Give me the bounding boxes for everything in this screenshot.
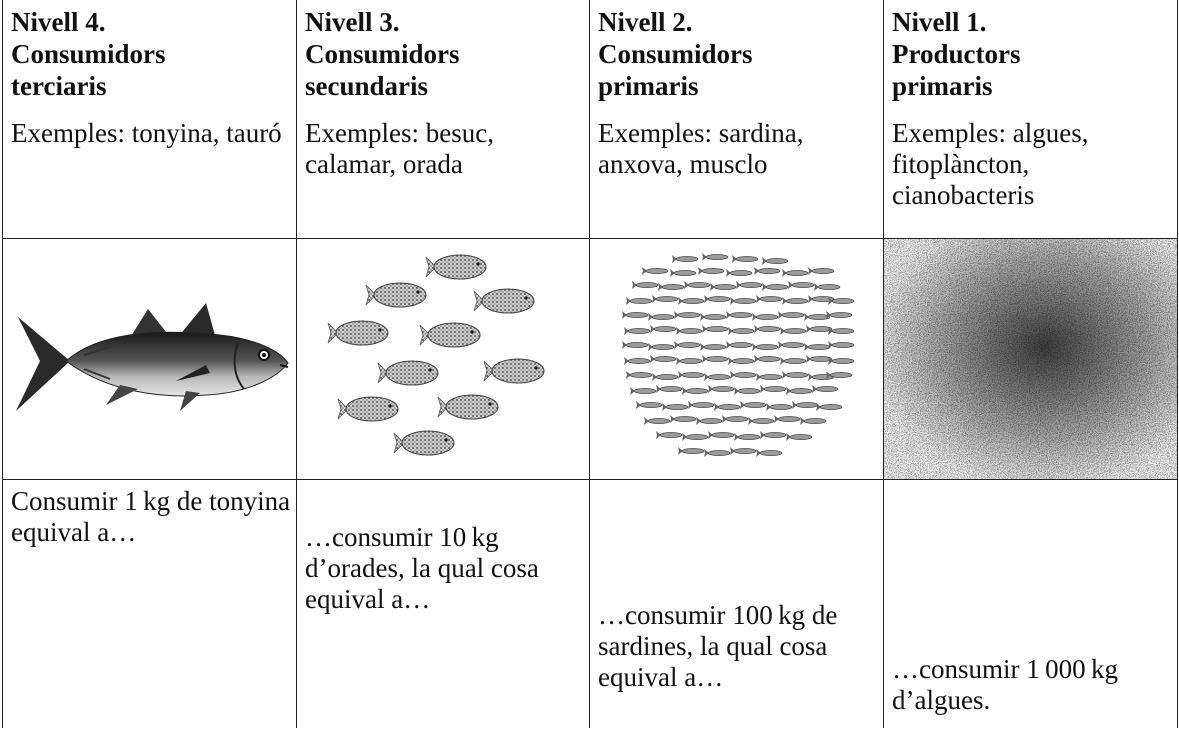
level-3-image-cell: [296, 238, 590, 480]
level-2-consumption-cell: …consumir 100 kg de sardines, la qual co…: [589, 479, 884, 728]
level-2-image-cell: [589, 238, 884, 480]
level-4-consumption-text: Consumir 1 kg de tonyina equival a…: [11, 486, 291, 547]
level-4-title: Nivell 4. Consumidors terciaris: [4, 0, 296, 102]
level-2-examples: Exemples: sardina, anxova, musclo: [598, 118, 804, 179]
level-2-title-line: primaris: [598, 71, 699, 101]
consumption-row: Consumir 1 kg de tonyina equival a… …con…: [2, 479, 1178, 728]
level-4-header-cell: Nivell 4. Consumidors terciaris Exemples…: [2, 0, 297, 239]
level-2-title-line: Consumidors: [598, 39, 753, 69]
level-4-title-line: Consumidors: [11, 39, 166, 69]
level-3-title-line: secundaris: [305, 71, 429, 101]
level-1-title: Nivell 1. Productors primaris: [885, 0, 1177, 102]
phytoplankton-texture-illustration: [884, 239, 1177, 479]
level-3-consumption-text: …consumir 10 kg d’orades, la qual cosa e…: [305, 522, 539, 614]
level-1-examples: Exemples: algues, fitoplàncton, cianobac…: [892, 118, 1089, 210]
level-4-image-cell: [2, 238, 297, 480]
level-4-title-line: terciaris: [11, 71, 107, 101]
level-1-header-cell: Nivell 1. Productors primaris Exemples: …: [883, 0, 1178, 239]
level-3-title-line: Nivell 3.: [305, 7, 400, 37]
level-4-examples: Exemples: tonyina, tauró: [11, 118, 282, 148]
level-1-image-cell: [883, 238, 1178, 480]
level-3-examples: Exemples: besuc, calamar, orada: [305, 118, 494, 179]
level-2-header-cell: Nivell 2. Consumidors primaris Exemples:…: [589, 0, 884, 239]
level-2-title: Nivell 2. Consumidors primaris: [591, 0, 883, 102]
tuna-fish-illustration: [15, 303, 289, 411]
level-2-title-line: Nivell 2.: [598, 7, 693, 37]
level-3-title: Nivell 3. Consumidors secundaris: [298, 0, 589, 102]
illustration-row: [2, 238, 1178, 480]
level-4-title-line: Nivell 4.: [11, 7, 106, 37]
sardine-shoal-illustration: [621, 252, 854, 458]
level-1-consumption-cell: …consumir 1 000 kg d’algues.: [883, 479, 1178, 728]
level-3-header-cell: Nivell 3. Consumidors secundaris Exemple…: [296, 0, 590, 239]
level-2-consumption-text: …consumir 100 kg de sardines, la qual co…: [598, 600, 838, 692]
fish-school-illustration: [327, 254, 545, 456]
level-1-consumption-text: …consumir 1 000 kg d’algues.: [892, 654, 1119, 715]
level-4-consumption-cell: Consumir 1 kg de tonyina equival a…: [2, 479, 297, 728]
level-3-title-line: Consumidors: [305, 39, 460, 69]
level-1-title-line: primaris: [892, 71, 993, 101]
level-3-consumption-cell: …consumir 10 kg d’orades, la qual cosa e…: [296, 479, 590, 728]
level-1-title-line: Nivell 1.: [892, 7, 987, 37]
level-1-title-line: Productors: [892, 39, 1021, 69]
level-header-row: Nivell 4. Consumidors terciaris Exemples…: [2, 0, 1178, 239]
